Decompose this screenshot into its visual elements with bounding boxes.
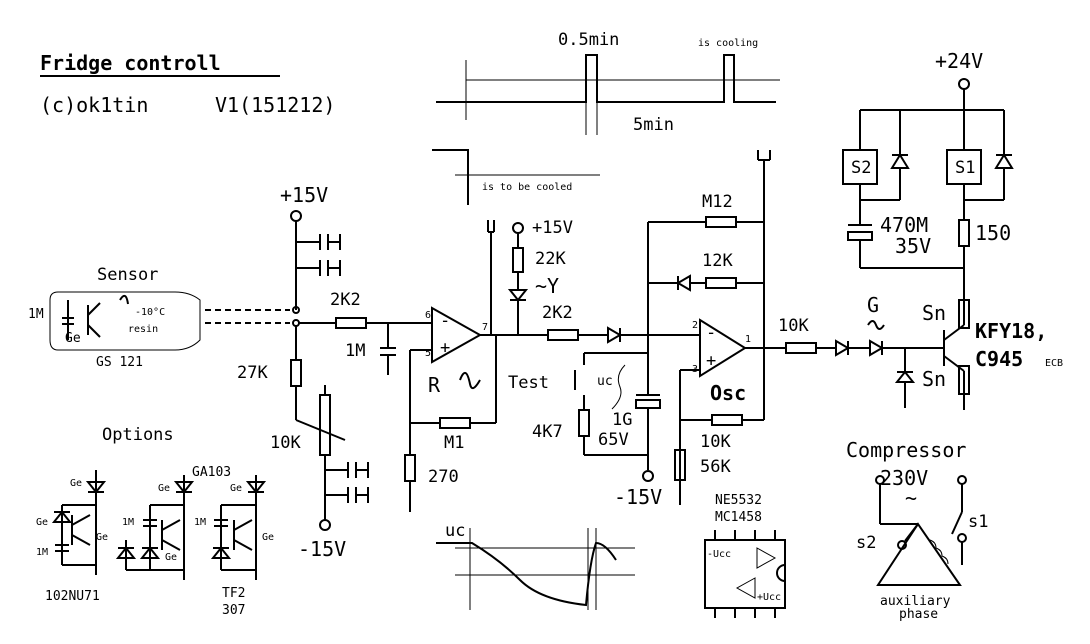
svg-text:-: -	[706, 323, 716, 343]
svg-text:Ge: Ge	[70, 478, 82, 489]
svg-text:2: 2	[692, 320, 698, 331]
uc-discharge-graph: uc	[436, 521, 635, 610]
s2: S2	[851, 158, 871, 178]
r2k2a: 2K2	[330, 290, 361, 310]
pulse-label: 0.5min	[558, 30, 619, 50]
svg-text:~: ~	[905, 486, 917, 510]
rail-p15-a: +15V	[280, 183, 328, 207]
svg-text:102NU71: 102NU71	[45, 589, 100, 604]
svg-text:+: +	[706, 351, 716, 371]
svg-text:NE5532: NE5532	[715, 493, 762, 508]
title: Fridge controll	[40, 51, 221, 75]
svg-text:s2: s2	[856, 533, 876, 553]
svg-text:1M: 1M	[28, 307, 44, 322]
rail-p24: +24V	[935, 49, 983, 73]
r22k: 22K	[535, 249, 566, 269]
ic-pinout: NE5532 MC1458 -Ucc +Ucc	[704, 493, 786, 618]
svg-text:Ge: Ge	[96, 532, 108, 543]
m1: M1	[444, 433, 464, 453]
r10k-pot: 10K	[270, 433, 301, 453]
osc-label: Osc	[710, 381, 746, 405]
svg-text:Ge: Ge	[165, 552, 177, 563]
sn1: Sn	[922, 301, 946, 325]
svg-text:1M: 1M	[36, 547, 48, 558]
svg-text:Ge: Ge	[158, 483, 170, 494]
r10k-fb: 10K	[700, 432, 731, 452]
svg-text:s1: s1	[968, 512, 988, 532]
svg-text:230V: 230V	[880, 466, 928, 490]
r27k: 27K	[237, 363, 268, 383]
svg-text:Options: Options	[102, 425, 174, 445]
svg-text:GS 121: GS 121	[96, 355, 143, 370]
tobecooled-graph: is to be cooled	[432, 149, 600, 205]
svg-text:+: +	[440, 338, 450, 358]
svg-text:GA103: GA103	[192, 465, 231, 480]
svg-text:6: 6	[425, 310, 431, 321]
r270: 270	[428, 467, 459, 487]
svg-text:TF2: TF2	[222, 586, 245, 601]
rail-p15-b: +15V	[532, 218, 573, 238]
uc-label: uc	[597, 374, 613, 389]
c35v: 35V	[895, 234, 931, 258]
svg-text:auxiliary: auxiliary	[880, 594, 951, 609]
svg-text:MC1458: MC1458	[715, 510, 762, 525]
r10k-out: 10K	[778, 316, 809, 336]
cooling-timing-graph: 0.5min is cooling 5min	[436, 30, 780, 135]
svg-text:7: 7	[482, 322, 488, 333]
sn2: Sn	[922, 367, 946, 391]
led-label: ~Y	[535, 274, 559, 298]
opamp-r: 6 5 7 - + R	[425, 306, 488, 397]
period-label: 5min	[633, 115, 674, 135]
svg-text:Compressor: Compressor	[846, 438, 966, 462]
r12k: 12K	[702, 251, 733, 271]
svg-text:Ge: Ge	[36, 517, 48, 528]
version: V1(151212)	[215, 93, 335, 117]
sensor-block: Sensor 1M Ge -10°C resin GS 121	[28, 265, 290, 370]
svg-text:Ge: Ge	[262, 532, 274, 543]
svg-text:Ge: Ge	[65, 331, 81, 346]
svg-text:-: -	[440, 311, 450, 331]
r2k2b: 2K2	[542, 303, 573, 323]
kfy18: KFY18,	[975, 319, 1047, 343]
c65v: 65V	[598, 430, 629, 450]
svg-text:resin: resin	[128, 324, 158, 335]
test-label: Test	[508, 373, 549, 393]
svg-text:phase: phase	[899, 607, 938, 622]
svg-text:-10°C: -10°C	[135, 307, 165, 318]
author: (c)ok1tin	[40, 93, 148, 117]
svg-text:1: 1	[745, 334, 751, 345]
tobecooled-label: is to be cooled	[482, 182, 572, 193]
svg-text:+Ucc: +Ucc	[757, 592, 781, 603]
svg-text:1M: 1M	[122, 517, 134, 528]
options-block: Options Ge Ge 1M Ge 102NU71 GA103 Ge 1M …	[36, 425, 274, 618]
c945: C945	[975, 347, 1023, 371]
m12: M12	[702, 192, 733, 212]
svg-text:1M: 1M	[194, 517, 206, 528]
sensor-title: Sensor	[97, 265, 158, 285]
rail-m15-b: -15V	[614, 485, 662, 509]
svg-text:Ge: Ge	[230, 483, 242, 494]
g-label: G	[867, 293, 879, 317]
c470m: 470M	[880, 213, 928, 237]
opamp-osc: 2 3 1 - + Osc	[692, 318, 751, 405]
c1g: 1G	[612, 410, 632, 430]
compressor-block: Compressor 230V ~ s1 s2 auxiliary phase	[846, 438, 988, 622]
r150: 150	[975, 221, 1011, 245]
svg-text:-Ucc: -Ucc	[707, 549, 731, 560]
rv-label: R	[428, 373, 441, 397]
s1: S1	[955, 158, 975, 178]
r4k7: 4K7	[532, 422, 563, 442]
ecb: ECB	[1045, 358, 1063, 369]
r56k: 56K	[700, 457, 731, 477]
c1m: 1M	[345, 341, 365, 361]
svg-text:5: 5	[425, 348, 431, 359]
svg-text:307: 307	[222, 603, 245, 618]
rail-m15-a: -15V	[298, 537, 346, 561]
cooling-label: is cooling	[698, 38, 758, 49]
svg-text:uc: uc	[445, 521, 465, 541]
